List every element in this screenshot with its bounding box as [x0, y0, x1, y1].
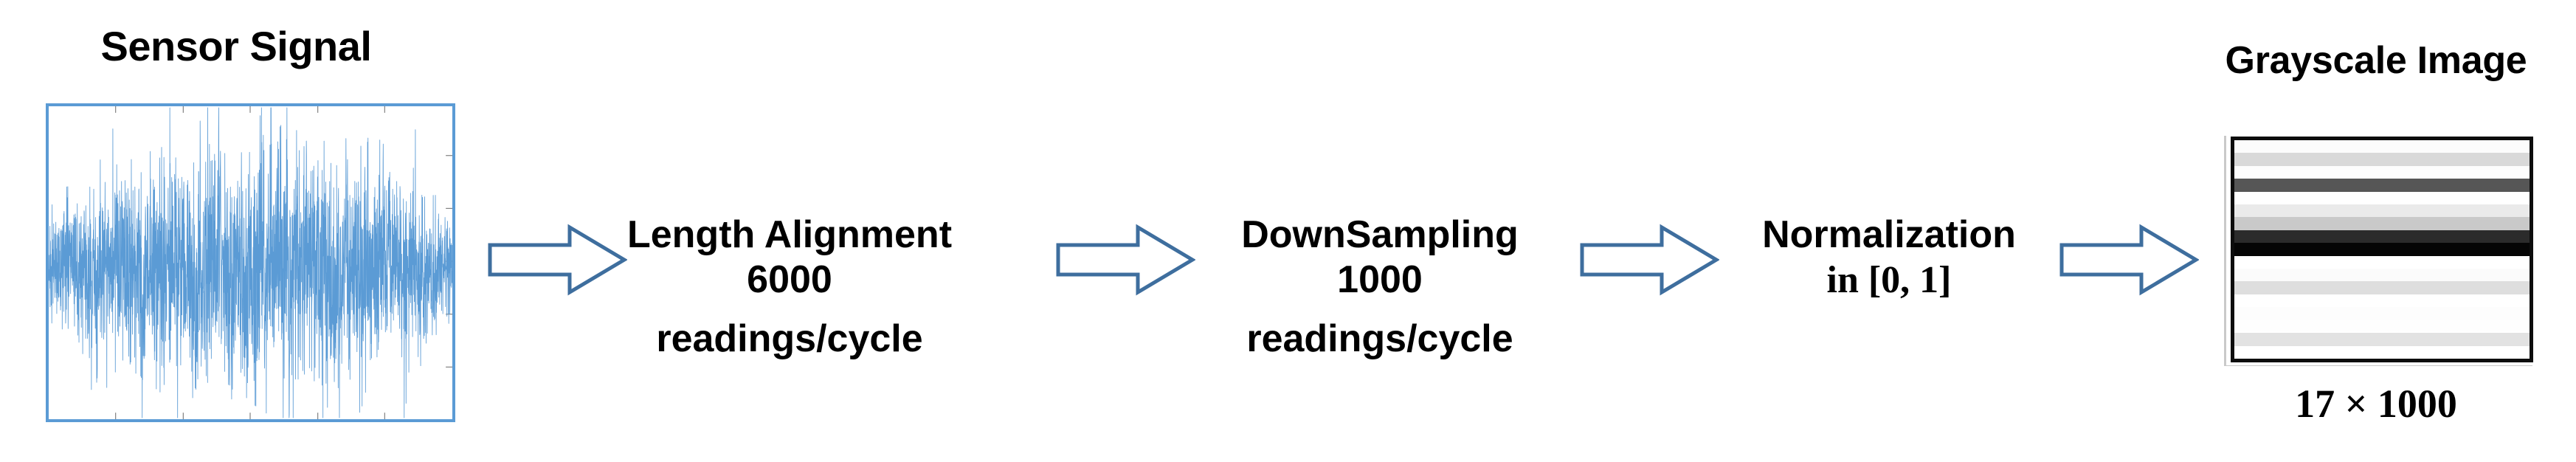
stage-downsampling: DownSampling 1000 readings/cycle — [1195, 213, 1564, 362]
grayscale-band — [2234, 165, 2530, 179]
flow-arrow-4-icon — [2059, 221, 2199, 298]
flow-arrow-3-icon — [1579, 221, 1719, 298]
grayscale-band — [2234, 294, 2530, 308]
grayscale-band — [2234, 204, 2530, 218]
grayscale-band — [2234, 153, 2530, 166]
grayscale-band — [2234, 217, 2530, 230]
grayscale-band — [2234, 281, 2530, 294]
stage-downsampling-value: 1000 — [1337, 258, 1423, 302]
grayscale-band — [2234, 333, 2530, 346]
stage-length-alignment-unit: readings/cycle — [656, 317, 923, 360]
sensor-signal-plot — [46, 103, 455, 422]
stage-normalization: Normalization in [0, 1] — [1697, 213, 2081, 303]
grayscale-image-panel: Grayscale Image 17 × 1000 — [2184, 0, 2576, 462]
flow-arrow-2-icon — [1055, 221, 1195, 298]
grayscale-band — [2234, 345, 2530, 359]
sensor-waveform-icon — [49, 106, 452, 419]
grayscale-band — [2234, 191, 2530, 205]
sensor-signal-panel: Sensor Signal — [0, 0, 487, 443]
grayscale-image-frame — [2224, 136, 2533, 366]
grayscale-band — [2234, 230, 2530, 244]
grayscale-band — [2234, 179, 2530, 192]
stage-length-alignment-title: Length Alignment — [626, 213, 953, 256]
grayscale-image-bands — [2231, 137, 2533, 362]
grayscale-image-title: Grayscale Image — [2225, 39, 2527, 82]
stage-length-alignment-value: 6000 — [747, 258, 832, 302]
grayscale-band — [2234, 140, 2530, 154]
stage-normalization-range: in [0, 1] — [1826, 259, 1952, 302]
flow-arrow-1-icon — [487, 221, 627, 298]
stage-normalization-title: Normalization — [1762, 213, 2016, 256]
grayscale-band — [2234, 243, 2530, 256]
grayscale-band — [2234, 269, 2530, 282]
grayscale-band — [2234, 255, 2530, 269]
grayscale-band — [2234, 307, 2530, 320]
stage-downsampling-title: DownSampling — [1241, 213, 1519, 256]
stage-downsampling-unit: readings/cycle — [1246, 317, 1513, 360]
sensor-signal-title: Sensor Signal — [100, 23, 372, 69]
stage-length-alignment: Length Alignment 6000 readings/cycle — [583, 213, 996, 362]
grayscale-band — [2234, 320, 2530, 334]
grayscale-image-caption: 17 × 1000 — [2295, 382, 2457, 426]
